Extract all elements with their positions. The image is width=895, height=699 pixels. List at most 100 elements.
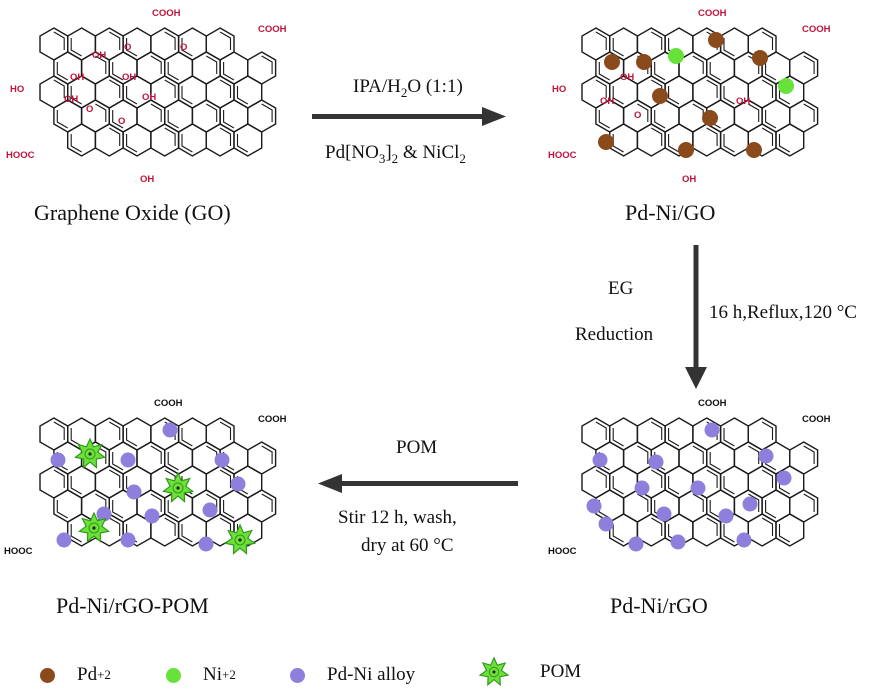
hexagon-ring	[747, 513, 777, 547]
pdni-go-oh-1: OH	[620, 72, 634, 83]
pom-core	[88, 452, 92, 456]
double-bond	[167, 500, 179, 519]
double-bond	[778, 524, 791, 543]
double-bond	[706, 517, 718, 536]
double-bond	[692, 55, 704, 74]
double-bond	[206, 103, 218, 122]
double-bond	[56, 62, 68, 81]
alloy-particle	[230, 476, 246, 492]
double-bond	[651, 469, 663, 488]
pd-dot-icon	[40, 667, 55, 683]
double-bond	[706, 469, 718, 488]
pdni-rgo-label: Pd-Ni/rGO	[610, 593, 708, 618]
double-bond	[109, 127, 121, 146]
legend-ni-label: Ni	[203, 664, 222, 685]
double-bond	[109, 517, 121, 536]
double-bond	[765, 62, 777, 81]
pom-cooh-right: COOH	[258, 414, 287, 425]
hexagon-ring	[233, 123, 263, 157]
double-bond	[637, 103, 649, 122]
double-bond	[803, 103, 815, 122]
double-bond	[53, 79, 65, 98]
pd-particle	[702, 110, 718, 126]
arrow-down	[685, 245, 707, 389]
alloy-particle	[598, 516, 614, 532]
pdni-go-cooh-right: COOH	[802, 24, 831, 35]
ni-dot-icon	[166, 667, 181, 683]
double-bond	[651, 31, 663, 50]
double-bond	[654, 110, 666, 129]
reagent-b: ]	[385, 142, 392, 163]
double-bond	[709, 452, 721, 471]
pom-cluster	[223, 523, 257, 555]
hexagon-ring	[94, 123, 124, 157]
double-bond	[637, 445, 649, 464]
arrow-left-shaft	[340, 481, 518, 486]
alloy-particle	[634, 480, 650, 496]
double-bond	[692, 103, 704, 122]
pdni-rgo-cooh-top: COOH	[698, 398, 727, 409]
pom-cooh-top: COOH	[154, 398, 183, 409]
pdni-go-structure: COOH COOH HO HOOC OH OH OH OH O	[548, 8, 831, 185]
go-o-2: O	[180, 42, 187, 53]
double-bond	[761, 127, 774, 146]
double-bond	[164, 79, 176, 98]
hexagon-ring	[205, 123, 235, 157]
arrow-right-shaft	[312, 114, 484, 119]
double-bond	[109, 31, 121, 50]
go-o-1: O	[124, 42, 131, 53]
legend-pom: POM	[476, 656, 581, 688]
ni-particle	[778, 78, 794, 94]
alloy-particle	[758, 448, 774, 464]
pd-particle	[598, 134, 614, 150]
ni-particle	[668, 48, 684, 64]
alloy-particle	[586, 498, 602, 514]
go-ho-left: HO	[10, 84, 24, 95]
alloy-particle	[50, 452, 66, 468]
double-bond	[181, 134, 193, 153]
hexagon-ring	[636, 123, 666, 157]
double-bond	[219, 469, 232, 488]
double-bond	[53, 421, 65, 440]
alloy-particle	[648, 454, 664, 470]
double-bond	[150, 493, 162, 512]
double-bond	[167, 452, 179, 471]
pom-star-icon	[478, 656, 510, 687]
alloy-particle	[202, 502, 218, 518]
double-bond	[109, 79, 121, 98]
alloy-dot-icon	[290, 667, 305, 683]
reagent-sub2: 2	[391, 150, 399, 166]
double-bond	[53, 31, 65, 50]
double-bond	[709, 62, 721, 81]
pd-particle	[752, 50, 768, 66]
alloy-particle	[120, 532, 136, 548]
go-oh-1: OH	[92, 50, 106, 61]
double-bond	[261, 445, 273, 464]
alloy-particle	[120, 452, 136, 468]
double-bond	[637, 493, 649, 512]
alloy-particle	[690, 480, 706, 496]
alloy-particle	[214, 452, 230, 468]
alloy-particle	[144, 508, 160, 524]
double-bond	[803, 493, 815, 512]
double-bond	[595, 79, 607, 98]
pdni-rgo-pom-lattice	[39, 417, 277, 547]
double-bond	[723, 134, 735, 153]
double-bond	[654, 62, 666, 81]
double-bond	[612, 86, 624, 105]
double-bond	[748, 445, 760, 464]
pom-legend-cluster	[478, 656, 510, 687]
hexagon-ring	[692, 513, 722, 547]
step3-line1: Stir 12 h, wash,	[338, 507, 457, 528]
pdni-go-oh-2: OH	[736, 96, 750, 107]
pdni-rgo-structure: COOH COOH HOOC	[548, 398, 831, 557]
double-bond	[765, 500, 777, 519]
pom-clusters	[73, 437, 257, 555]
pom-inner-ring	[234, 534, 246, 546]
double-bond	[219, 31, 232, 50]
double-bond	[709, 500, 721, 519]
double-bond	[261, 55, 273, 74]
pom-particles	[50, 422, 246, 552]
double-bond	[167, 62, 179, 81]
pd-particle	[604, 54, 620, 70]
